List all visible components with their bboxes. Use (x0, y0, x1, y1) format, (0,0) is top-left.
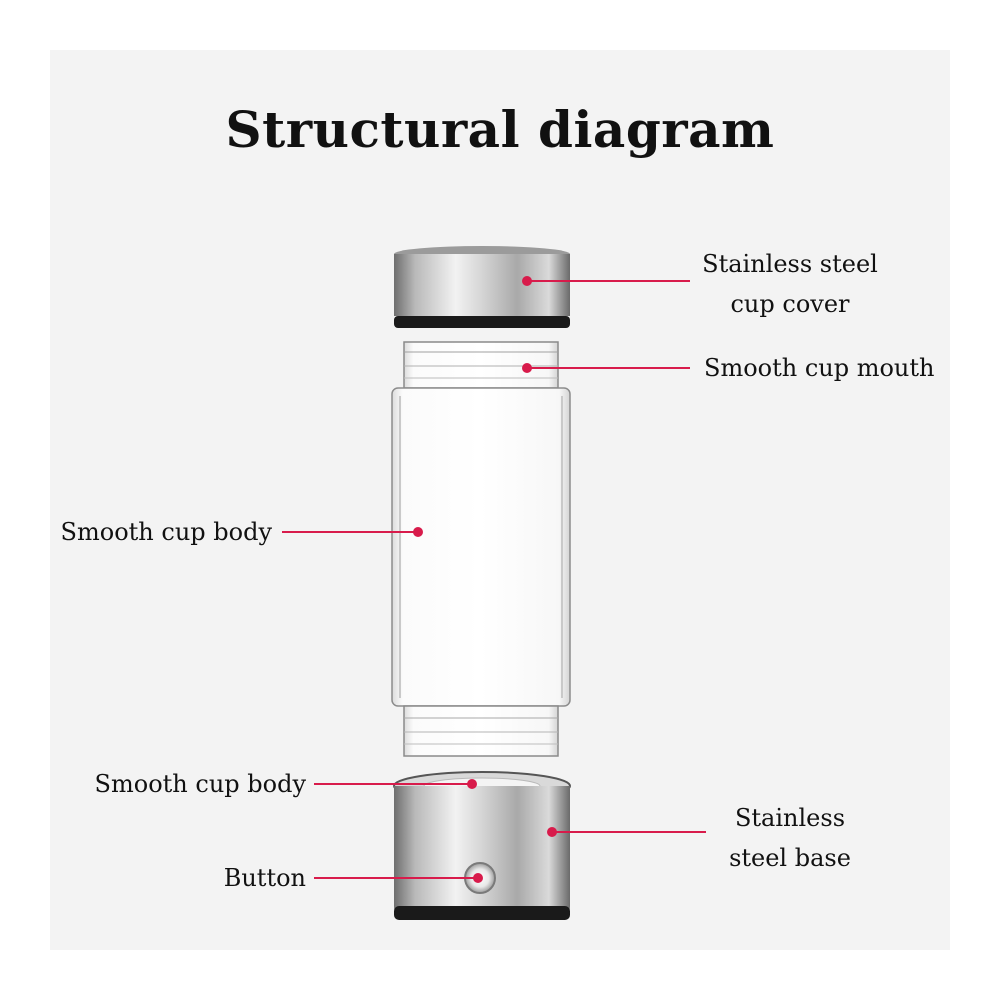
glass-cup (391, 341, 571, 757)
label-base: Stainless steel base (710, 798, 870, 878)
callout-lines (282, 276, 706, 883)
label-mouth: Smooth cup mouth (704, 354, 935, 382)
steel-base (393, 771, 571, 920)
label-body: Smooth cup body (60, 518, 272, 546)
label-base-line1: Stainless (734, 804, 846, 832)
label-button: Button (223, 864, 306, 892)
page-title: Structural diagram (225, 100, 775, 159)
label-base-top: Smooth cup body (94, 770, 306, 798)
label-cover: Stainless steel cup cover (700, 244, 880, 324)
cup-cover (394, 246, 570, 328)
label-cover-line2: cup cover (730, 290, 850, 318)
label-base-line2: steel base (729, 844, 851, 872)
label-cover-line1: Stainless steel (702, 250, 878, 278)
